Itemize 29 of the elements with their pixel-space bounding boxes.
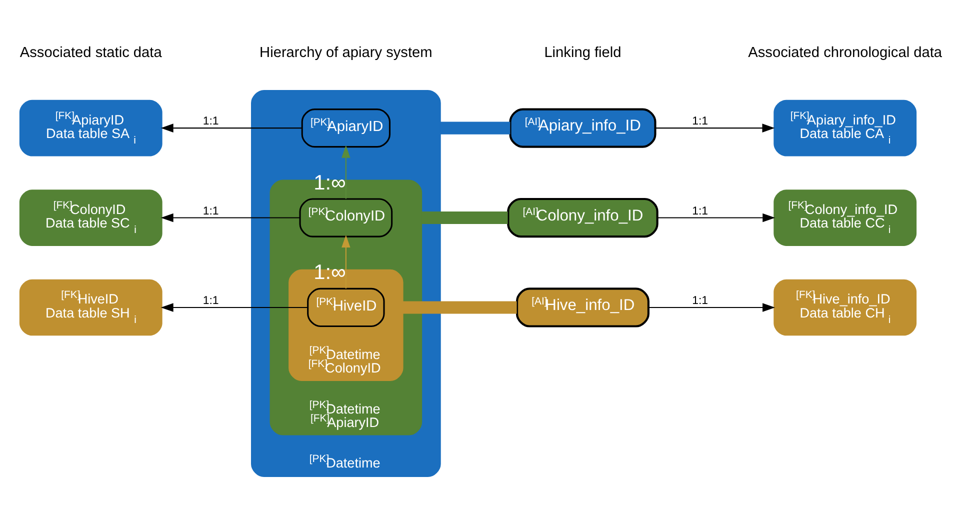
edge-label: 1:1	[692, 295, 708, 308]
node-box: $^{[FK]}$ApiaryID Data table SA$_{i}$	[18, 100, 162, 156]
connector	[421, 212, 508, 224]
arrow	[341, 235, 350, 289]
node-box: $^{[AI]}$Hive_info_ID	[515, 288, 649, 328]
node-box: $^{[PK]}$ApiaryID	[300, 108, 390, 148]
edge-label: 1:1	[202, 116, 218, 128]
arrow	[654, 124, 774, 132]
label: Linking field	[544, 44, 621, 61]
arrow	[341, 145, 350, 199]
label: Hierarchy of apiary system	[259, 44, 432, 61]
arrow	[160, 124, 302, 132]
label: Associated static data	[19, 44, 162, 61]
node-box: $^{[FK]}$Colony_info_ID Data table CC$_{i}$	[773, 190, 916, 246]
edge-label: 1:1	[692, 205, 708, 218]
node-box: $^{[AI]}$Apiary_info_ID	[508, 108, 656, 148]
edge-label: 1:1	[202, 205, 218, 218]
label: Associated chronological data	[748, 44, 942, 61]
node-box: $^{[FK]}$Apiary_info_ID Data table CA$_{i}$	[773, 100, 916, 156]
arrow	[648, 303, 775, 312]
connector	[440, 122, 510, 134]
edge-label: 1:1	[202, 295, 218, 308]
arrow	[160, 213, 300, 222]
node-box: $^{[FK]}$ColonyID Data table SC$_{i}$	[18, 190, 162, 246]
arrow	[657, 213, 775, 222]
edge-label: 1:1	[692, 116, 708, 128]
arrow	[160, 303, 308, 312]
connector	[402, 301, 516, 314]
node-box: $^{[AI]}$Colony_info_ID	[506, 198, 658, 238]
